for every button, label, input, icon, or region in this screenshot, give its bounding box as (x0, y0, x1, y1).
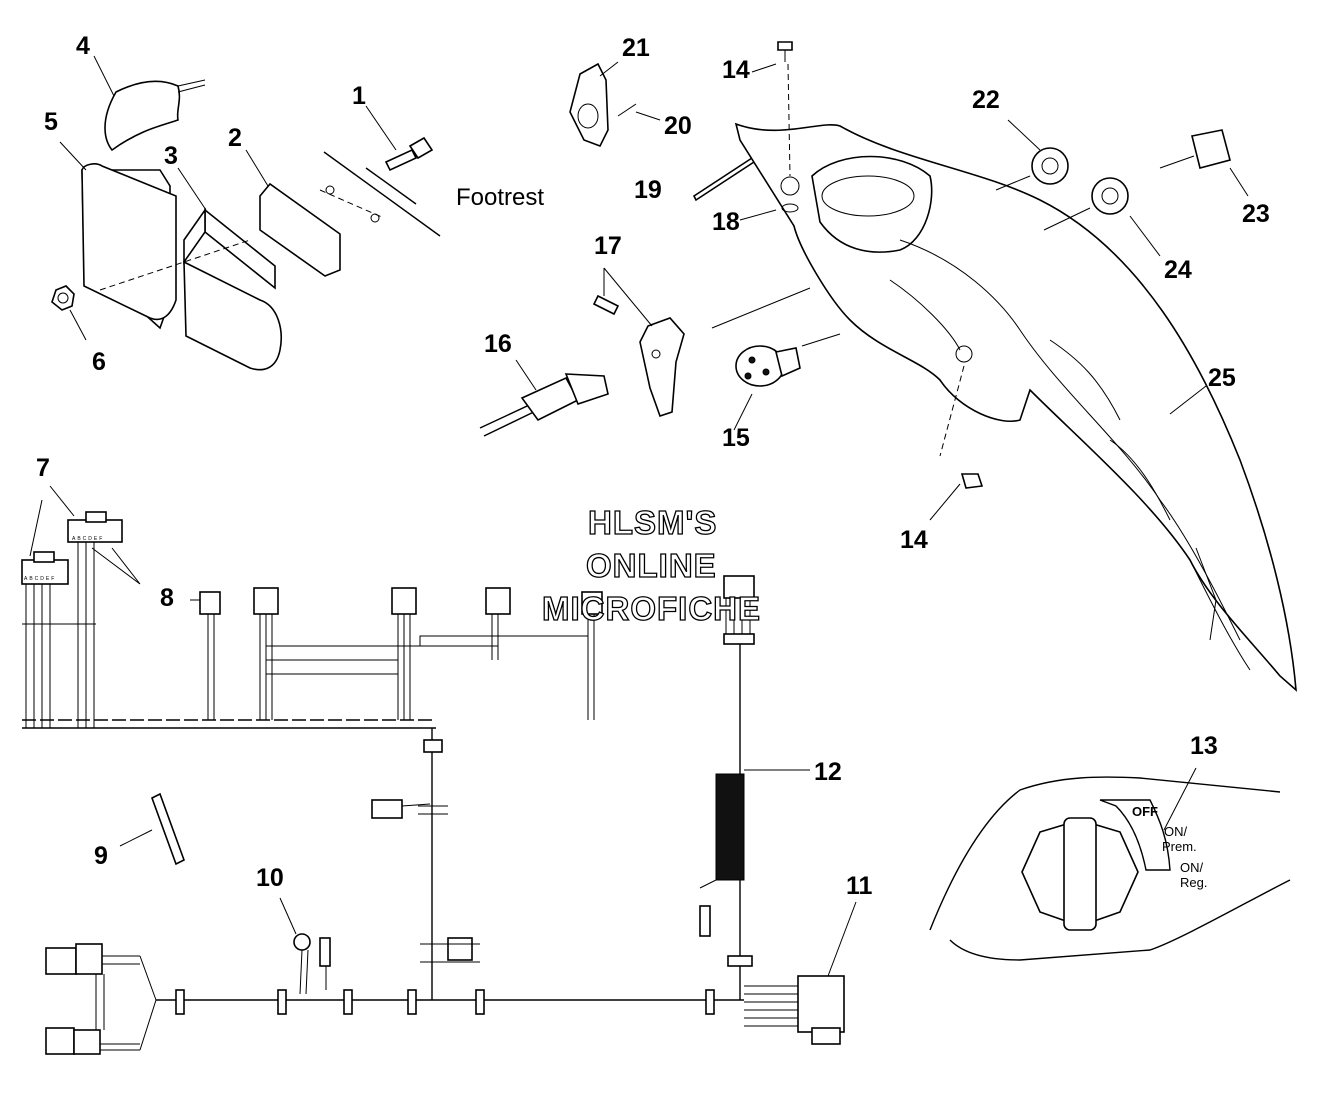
callout-14-top: 14 (722, 56, 750, 84)
part-15-socket (735, 345, 801, 387)
part-2-block (259, 182, 341, 277)
callout-3: 3 (164, 142, 178, 170)
switch-on-prem-label-1: ON/ (1164, 824, 1188, 839)
callout-13: 13 (1190, 732, 1218, 760)
callout-2: 2 (228, 124, 242, 152)
part-8-harness (22, 542, 603, 729)
callout-23: 23 (1242, 200, 1270, 228)
callout-4: 4 (76, 32, 90, 60)
switch-on-prem-label-2: Prem. (1162, 839, 1197, 854)
leader-lines-top-left (59, 55, 397, 341)
switch-off-label: OFF (1132, 804, 1158, 819)
part-20-screw (617, 103, 661, 121)
part-14-screw-bottom (929, 365, 984, 521)
callout-16: 16 (484, 330, 512, 358)
callout-19: 19 (634, 176, 662, 204)
footrest-label: Footrest (456, 184, 544, 211)
callout-10: 10 (256, 864, 284, 892)
leader-line-25 (1169, 385, 1207, 415)
callout-24: 24 (1164, 256, 1192, 284)
connector-pins-lower: ABCDEF (24, 576, 56, 582)
footrest-line (323, 151, 441, 237)
part-11-connector (744, 901, 857, 1045)
left-end-connectors (45, 943, 157, 1055)
part-10-ring-terminal (279, 897, 331, 995)
part-24-nut (1043, 177, 1161, 257)
part-14-screw-top (777, 41, 793, 177)
leader-lines-top-center (515, 61, 841, 431)
callout-9: 9 (94, 842, 108, 870)
callout-6: 6 (92, 348, 106, 376)
connector-pins-upper: ABCDEF (72, 536, 104, 542)
callout-1: 1 (352, 82, 366, 110)
callout-15: 15 (722, 424, 750, 452)
callout-18: 18 (712, 208, 740, 236)
watermark-line-2: ONLINE (586, 547, 717, 584)
callout-12: 12 (814, 758, 842, 786)
callout-22: 22 (972, 86, 1000, 114)
part-12-harness-branch (699, 575, 810, 1000)
part-19-tie (692, 156, 756, 202)
part-17-pin-and-lever (592, 294, 685, 418)
part-16-switch (479, 373, 609, 437)
part-7-connectors (21, 485, 141, 585)
callout-17: 17 (594, 232, 622, 260)
part-13-switch-panel (929, 767, 1291, 961)
callout-8: 8 (160, 584, 174, 612)
main-harness-trunk (156, 728, 744, 1015)
watermark-line-3: MICROFICHE (542, 590, 761, 627)
part-4-sleeve (104, 79, 206, 152)
callout-5: 5 (44, 108, 58, 136)
callout-21: 21 (622, 34, 650, 62)
part-6-nut (51, 285, 75, 311)
part-3-pad (183, 207, 282, 371)
callout-20: 20 (664, 112, 692, 140)
callout-7: 7 (36, 454, 50, 482)
callout-25: 25 (1208, 364, 1236, 392)
watermark-line-1: HLSM'S (588, 504, 717, 541)
part-9-tie (119, 792, 185, 866)
switch-on-reg-label-2: Reg. (1180, 875, 1207, 890)
part-22-nut (995, 119, 1069, 191)
part-21-bracket (569, 62, 609, 148)
switch-on-reg-label-1: ON/ (1180, 860, 1204, 875)
callout-11: 11 (846, 872, 873, 900)
part-25-console (734, 122, 1297, 692)
callout-14-bottom: 14 (900, 526, 928, 554)
part-1-bolt (384, 136, 434, 172)
part-23-key (1159, 129, 1249, 197)
part-5-module (81, 163, 177, 330)
